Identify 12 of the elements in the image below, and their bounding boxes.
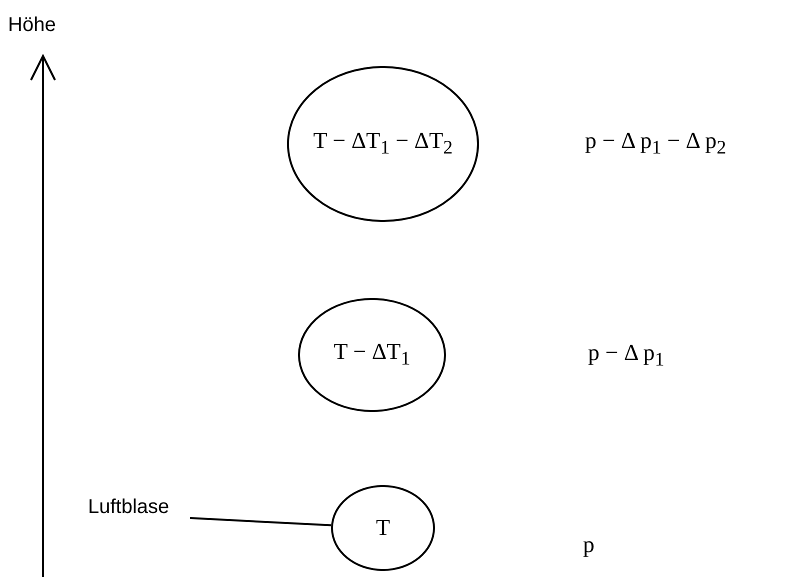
temperature-label: T bbox=[376, 515, 390, 541]
callout-label: Luftblase bbox=[88, 496, 170, 519]
temperature-label: T − ΔT$_{1}$ bbox=[334, 339, 410, 371]
air-parcel-ellipse bbox=[298, 298, 446, 412]
axis-label: Höhe bbox=[8, 14, 56, 37]
pressure-label: p bbox=[583, 532, 594, 558]
pressure-label: p − Δ p$_{1}$ bbox=[588, 340, 664, 372]
pressure-label: p − Δ p$_{1}$ − Δ p$_{2}$ bbox=[585, 128, 726, 160]
leader-line bbox=[190, 517, 332, 526]
air-parcel-ellipse bbox=[287, 66, 479, 222]
air-parcel-ellipse bbox=[331, 485, 435, 571]
temperature-label: T − ΔT$_{1}$ − ΔT$_{2}$ bbox=[313, 128, 453, 160]
